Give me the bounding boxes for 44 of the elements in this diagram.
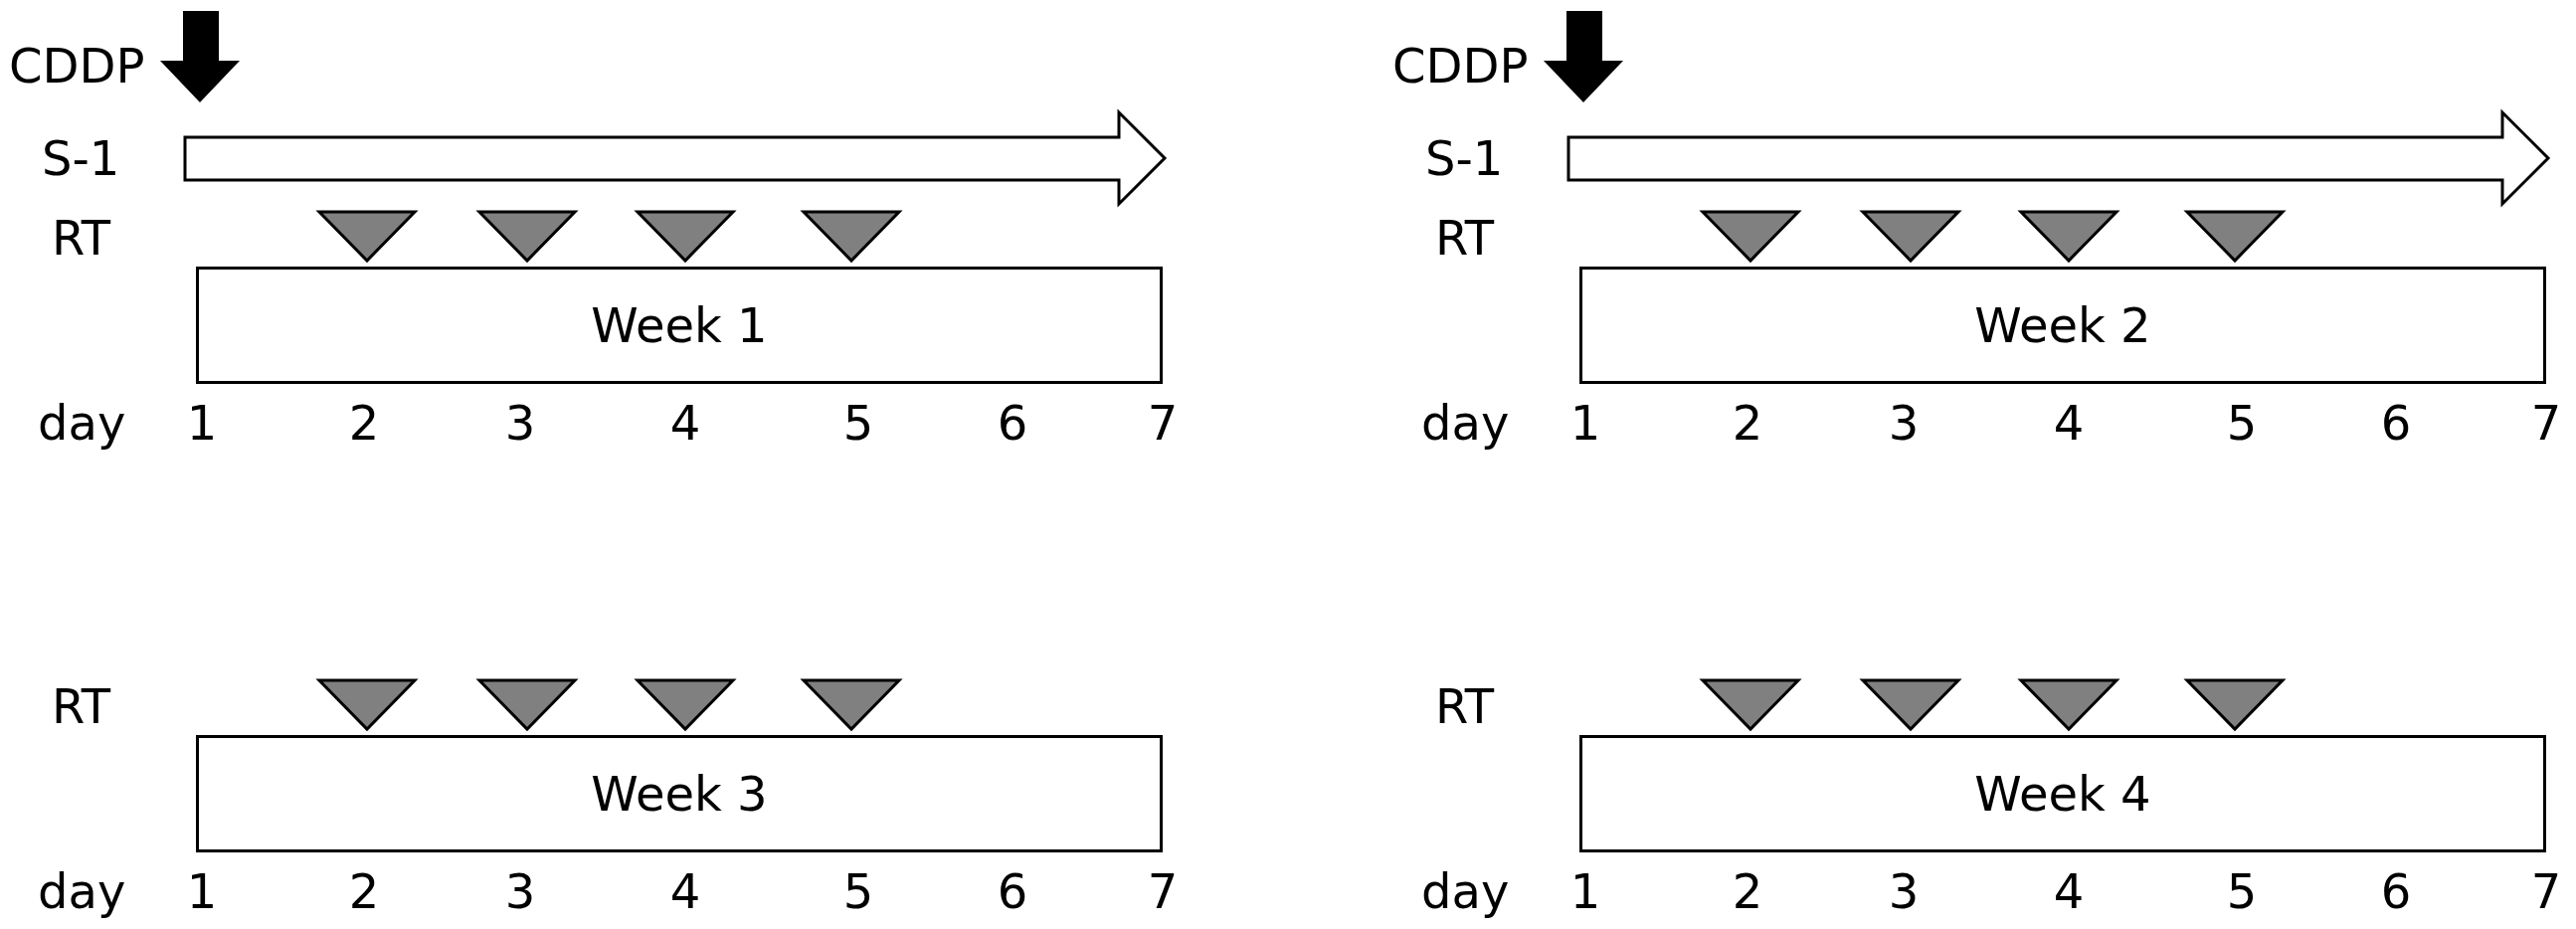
day-number: 2 bbox=[1732, 399, 1763, 447]
row-label: RT bbox=[52, 682, 111, 730]
day-number: 1 bbox=[186, 399, 218, 447]
week-label: Week 4 bbox=[1974, 770, 2151, 818]
week-box bbox=[1579, 267, 2546, 384]
week-label: Week 2 bbox=[1974, 301, 2151, 349]
day-number: 1 bbox=[186, 867, 218, 915]
row-label: RT bbox=[1435, 214, 1495, 262]
day-number: 4 bbox=[669, 399, 701, 447]
day-number: 7 bbox=[1147, 399, 1179, 447]
week-label: Week 1 bbox=[591, 301, 768, 349]
day-number: 7 bbox=[1147, 867, 1179, 915]
row-label: RT bbox=[52, 214, 111, 262]
row-label: RT bbox=[1435, 682, 1495, 730]
drug-label: S-1 bbox=[1425, 134, 1504, 182]
drug-label: S-1 bbox=[42, 134, 120, 182]
day-number: 4 bbox=[2053, 399, 2085, 447]
day-number: 4 bbox=[669, 867, 701, 915]
day-number: 3 bbox=[504, 867, 536, 915]
day-number: 7 bbox=[2530, 867, 2562, 915]
day-number: 6 bbox=[997, 399, 1028, 447]
day-number: 5 bbox=[842, 867, 874, 915]
drug-label: CDDP bbox=[9, 42, 145, 90]
day-number: 4 bbox=[2053, 867, 2085, 915]
day-number: 6 bbox=[997, 867, 1028, 915]
day-number: 1 bbox=[1569, 867, 1601, 915]
week-label: Week 3 bbox=[591, 770, 768, 818]
day-number: 5 bbox=[2226, 399, 2258, 447]
day-number: 5 bbox=[842, 399, 874, 447]
day-number: 3 bbox=[1888, 399, 1920, 447]
day-number: 6 bbox=[2380, 399, 2412, 447]
drug-label: CDDP bbox=[1392, 42, 1529, 90]
day-number: 7 bbox=[2530, 399, 2562, 447]
week-box bbox=[196, 267, 1163, 384]
day-number: 5 bbox=[2226, 867, 2258, 915]
day-number: 6 bbox=[2380, 867, 2412, 915]
week-box bbox=[196, 735, 1163, 852]
day-number: 1 bbox=[1569, 399, 1601, 447]
day-number: 3 bbox=[1888, 867, 1920, 915]
week-box bbox=[1579, 735, 2546, 852]
day-number: 2 bbox=[1732, 867, 1763, 915]
day-number: 3 bbox=[504, 399, 536, 447]
day-number: 2 bbox=[348, 399, 380, 447]
day-number: 2 bbox=[348, 867, 380, 915]
